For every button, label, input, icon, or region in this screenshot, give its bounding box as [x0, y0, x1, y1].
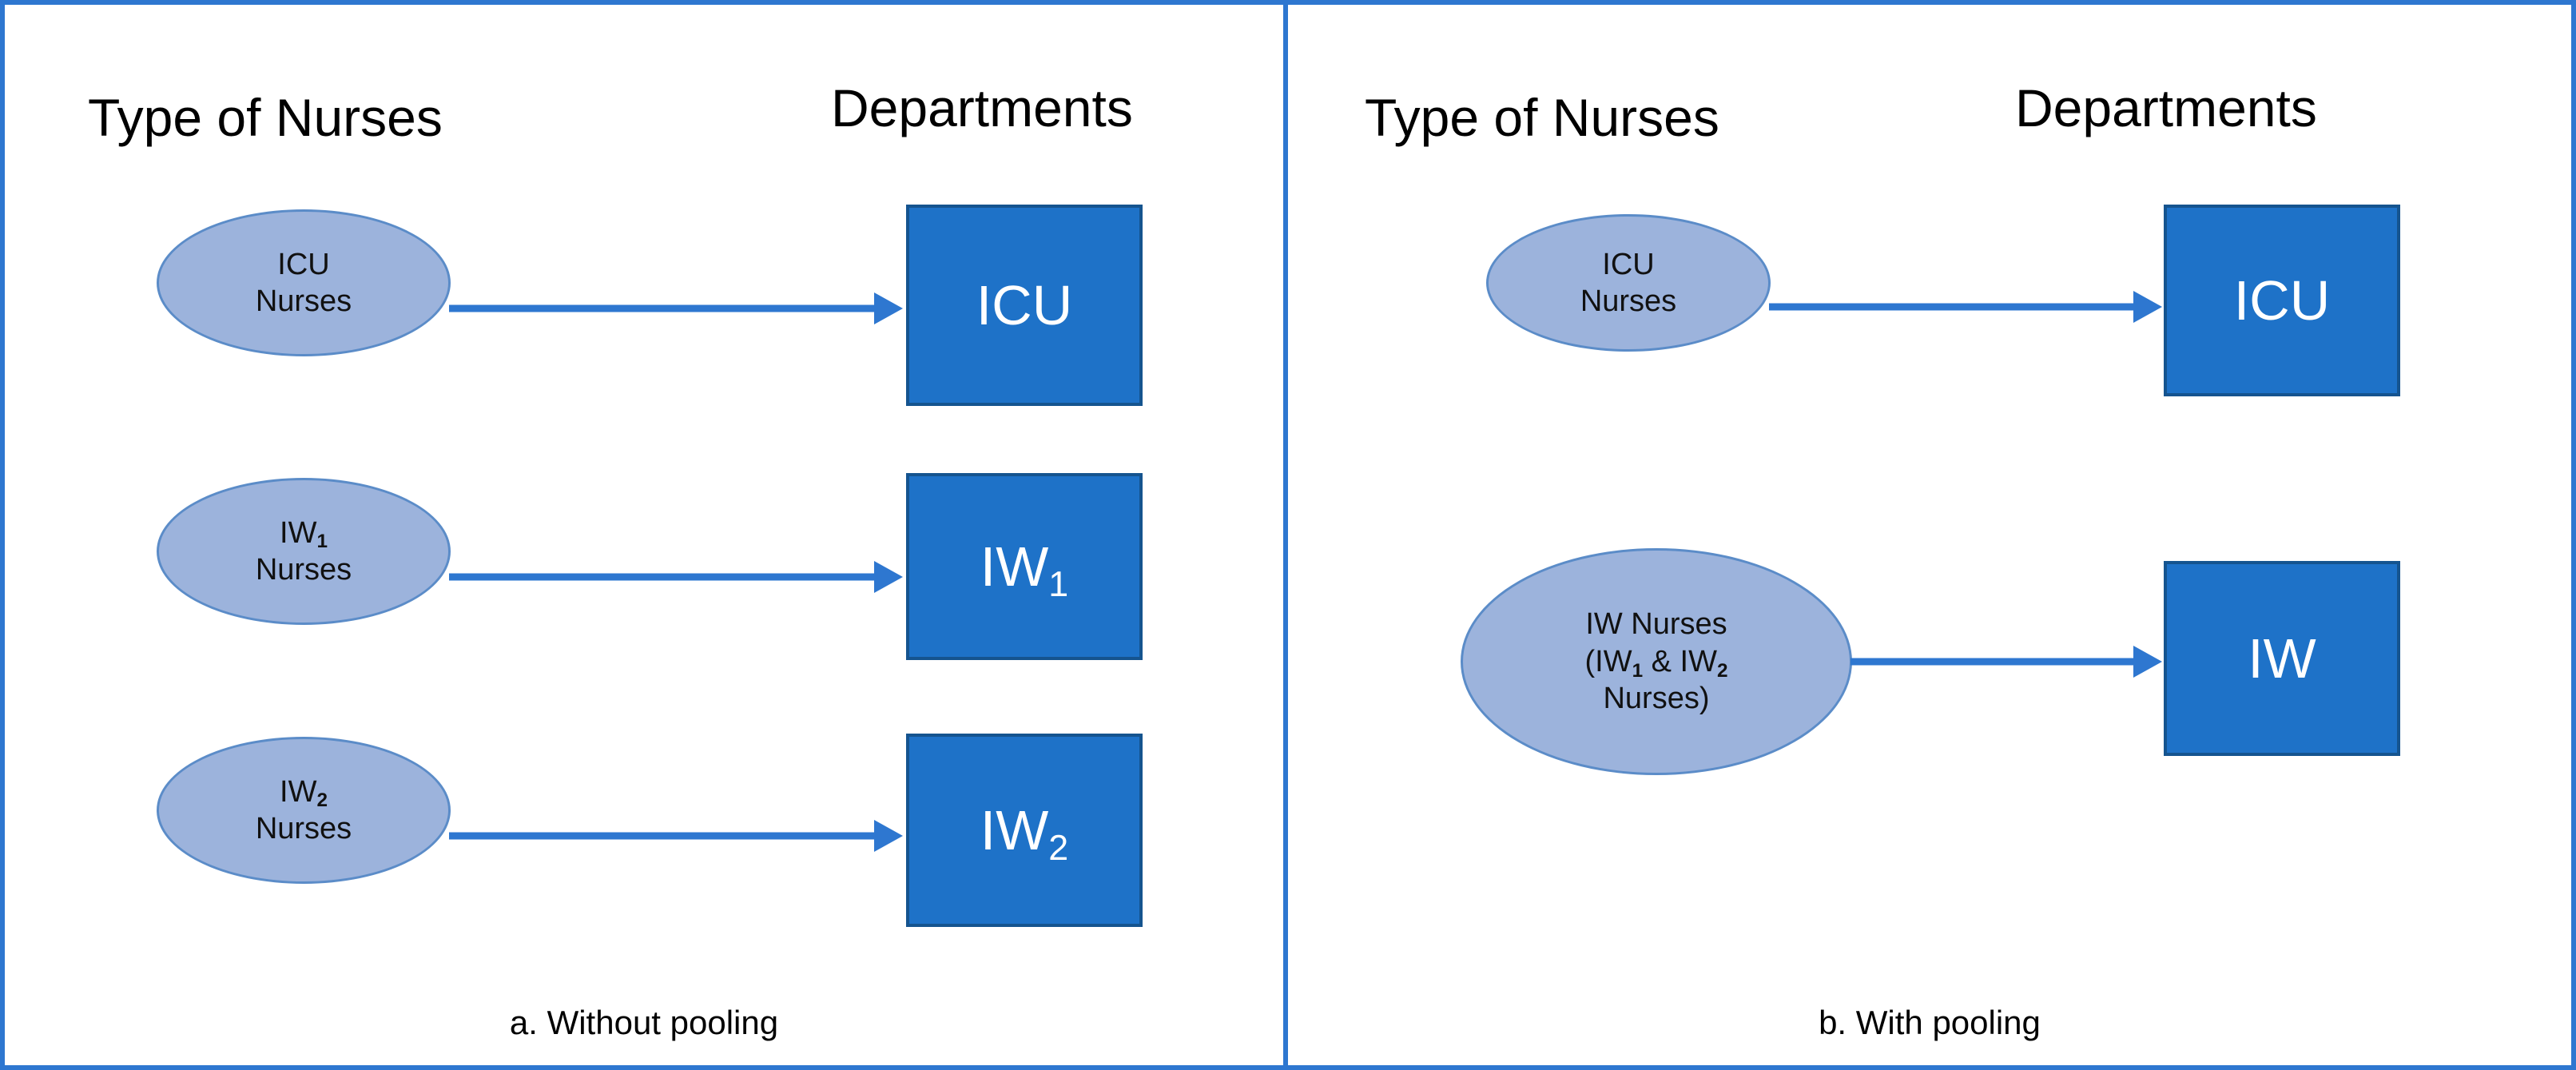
arrow-shaft: [449, 573, 876, 581]
arrow-iw2-nurses-to-iw2: [449, 820, 903, 852]
pooled-nurse-ellipse-icu[interactable]: ICU Nurses: [1486, 214, 1771, 352]
arrow-shaft: [449, 832, 876, 840]
panel-a-heading-departments: Departments: [831, 78, 1133, 137]
pooled-nurse-ellipse-iw[interactable]: IW Nurses (IW1 & IW2 Nurses): [1461, 548, 1852, 775]
arrow-head-icon: [874, 561, 903, 593]
nurse-ellipse-icu[interactable]: ICU Nurses: [157, 209, 451, 356]
arrow-head-icon: [874, 292, 903, 324]
dept-box-iw1[interactable]: IW1: [906, 473, 1143, 660]
pooled-nurse-ellipse-icu-line1: ICU: [1602, 247, 1655, 281]
pooled-nurse-ellipse-iw-line1: IW Nurses: [1585, 607, 1727, 642]
nurse-ellipse-icu-line1: ICU: [277, 247, 330, 281]
dept-box-icu-label: ICU: [976, 274, 1073, 336]
arrow-iw-nurses-to-iw-pooled: [1851, 646, 2162, 678]
nurse-ellipse-iw2[interactable]: IW2 Nurses: [157, 737, 451, 884]
panel-a-heading-type-of-nurses: Type of Nurses: [88, 88, 443, 147]
nurse-ellipse-iw2-line1: IW2: [280, 774, 328, 812]
panel-b-heading-departments: Departments: [2015, 78, 2317, 137]
arrow-icu-nurses-to-icu-pooled: [1769, 291, 2162, 323]
nurse-ellipse-icu-line2: Nurses: [255, 284, 352, 318]
panel-without-pooling: Type of Nurses Departments ICU Nurses IC…: [5, 5, 1283, 1065]
nurse-ellipse-iw1-line1: IW1: [280, 515, 328, 553]
arrow-head-icon: [2133, 646, 2162, 678]
pooled-nurse-ellipse-icu-line2: Nurses: [1580, 284, 1677, 318]
panel-a-caption: a. Without pooling: [509, 1004, 779, 1041]
pooled-dept-box-iw-label: IW: [2248, 627, 2316, 690]
pooled-nurse-ellipse-iw-line3: Nurses): [1603, 682, 1710, 716]
panel-divider: [1283, 5, 1288, 1065]
dept-box-icu[interactable]: ICU: [906, 205, 1143, 406]
dept-box-iw2[interactable]: IW2: [906, 734, 1143, 927]
arrow-head-icon: [2133, 291, 2162, 323]
pooled-dept-box-icu-label: ICU: [2233, 269, 2331, 332]
nurse-ellipse-iw1-line2: Nurses: [255, 553, 352, 587]
arrow-shaft: [449, 304, 876, 312]
pooled-dept-box-iw[interactable]: IW: [2164, 561, 2400, 756]
panel-with-pooling: Type of Nurses Departments ICU Nurses IC…: [1288, 5, 2571, 1065]
arrow-shaft: [1769, 303, 2135, 311]
arrow-head-icon: [874, 820, 903, 852]
dept-box-iw2-label: IW2: [980, 799, 1069, 868]
nurse-ellipse-iw2-line2: Nurses: [255, 812, 352, 845]
pooled-dept-box-icu[interactable]: ICU: [2164, 205, 2400, 396]
panel-b-heading-type-of-nurses: Type of Nurses: [1365, 88, 1719, 147]
arrow-shaft: [1851, 658, 2135, 666]
dept-box-iw1-label: IW1: [980, 535, 1069, 604]
arrow-icu-nurses-to-icu: [449, 292, 903, 324]
nurse-ellipse-iw1[interactable]: IW1 Nurses: [157, 478, 451, 625]
arrow-iw1-nurses-to-iw1: [449, 561, 903, 593]
pooled-nurse-ellipse-iw-line2: (IW1 & IW2: [1584, 644, 1728, 682]
panel-b-caption: b. With pooling: [1819, 1004, 2041, 1041]
